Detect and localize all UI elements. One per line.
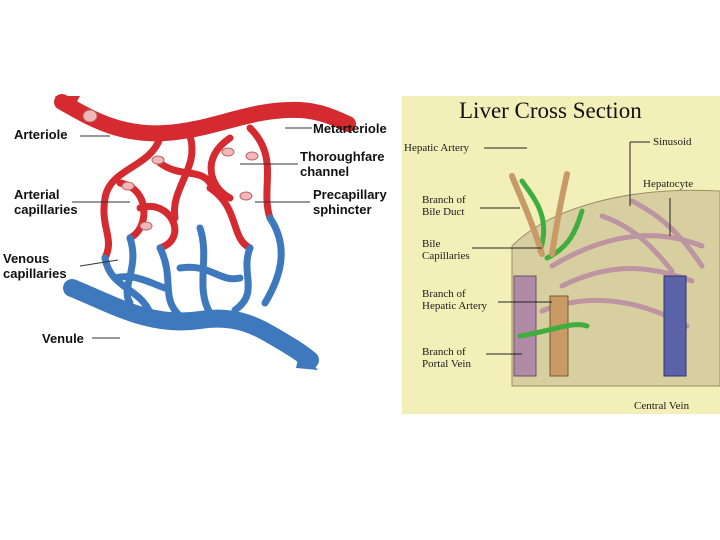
- venule-vessel: [63, 279, 319, 369]
- hepatic-artery-branch: [549, 295, 569, 377]
- liver-leader-lines: [472, 141, 671, 355]
- label-sinusoid: Sinusoid: [653, 136, 692, 148]
- portal-vein-branch: [513, 275, 537, 377]
- label-venous-line1: Venous: [3, 251, 50, 266]
- label-branch-hepatic-artery-line1: Branch of: [422, 288, 466, 300]
- leader-lines: [72, 127, 312, 339]
- venule-arrow: [296, 350, 318, 370]
- label-arterial-line2: capillaries: [14, 202, 78, 217]
- label-portal-vein-line1: Branch of: [422, 346, 466, 358]
- capillary-bed-illustration: [54, 94, 356, 370]
- label-bile-duct-line2: Bile Duct: [422, 206, 465, 218]
- liver-title: Liver Cross Section: [459, 98, 642, 123]
- label-bile-capillaries-line1: Bile: [422, 238, 441, 250]
- label-bile-duct-line1: Branch of: [422, 194, 466, 206]
- venous-capillaries: [101, 214, 285, 320]
- label-metarteriole: Metarteriole: [313, 121, 387, 136]
- label-precapillary-line1: Precapillary: [313, 187, 387, 202]
- label-arteriole: Arteriole: [14, 127, 68, 142]
- label-thoroughfare-line2: channel: [300, 164, 350, 179]
- label-portal-vein-line2: Portal Vein: [422, 358, 471, 370]
- precapillary-sphincters: [82, 109, 259, 231]
- label-venule: Venule: [42, 331, 84, 346]
- capillary-bed-diagram: Arteriole Metarteriole Thoroughfare chan…: [0, 88, 402, 388]
- arteriole-arrow: [55, 96, 80, 114]
- arteriole-vessel: [54, 94, 356, 142]
- label-central-vein: Central Vein: [634, 400, 690, 412]
- upper-vessel-bundle: [509, 171, 570, 257]
- label-thoroughfare-line1: Thoroughfare: [300, 149, 385, 164]
- liver-cross-section-diagram: Liver Cross Section Hepatic Artery Sinus…: [402, 96, 720, 414]
- label-hepatocyte: Hepatocyte: [643, 178, 694, 190]
- label-bile-capillaries-line2: Capillaries: [422, 250, 470, 262]
- central-vein-vessel: [663, 275, 687, 377]
- label-precapillary-line2: sphincter: [313, 202, 372, 217]
- label-venous-line2: capillaries: [3, 266, 67, 281]
- label-arterial-line1: Arterial: [14, 187, 60, 202]
- label-hepatic-artery: Hepatic Artery: [404, 142, 470, 154]
- label-branch-hepatic-artery-line2: Hepatic Artery: [422, 300, 488, 312]
- liver-illustration: [472, 141, 720, 387]
